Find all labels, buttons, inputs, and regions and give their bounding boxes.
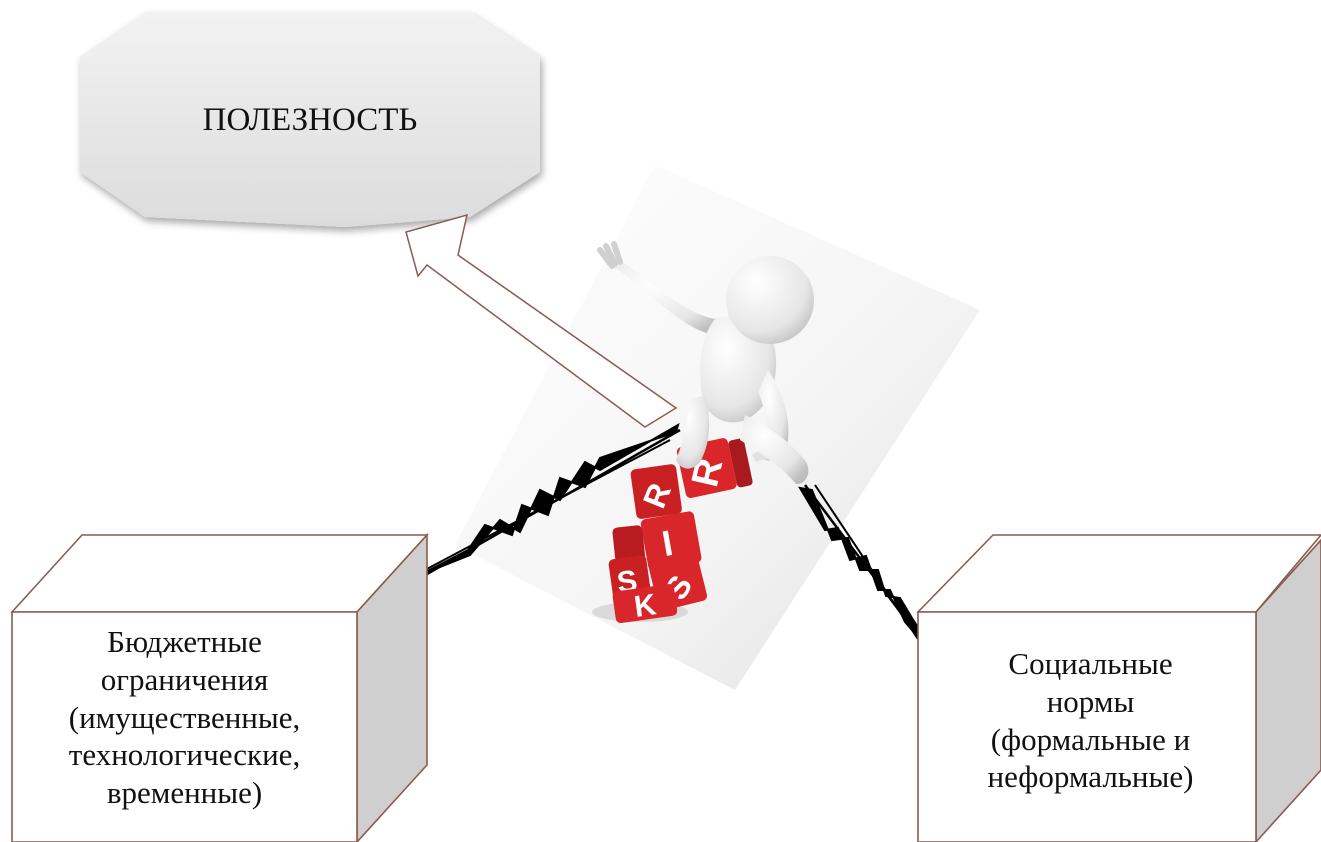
norms-line-2: нормы (1046, 683, 1135, 719)
budget-constraints-box (10, 532, 429, 842)
risk-cubes: R R I S S (608, 438, 753, 624)
risk-illustration: R R I S S (405, 165, 980, 690)
utility-label: ПОЛЕЗНОСТЬ (130, 100, 490, 140)
norms-box-top (916, 534, 1321, 613)
social-norms-box (916, 534, 1321, 842)
utility-octagon (80, 12, 540, 227)
arrow-to-utility (405, 213, 678, 428)
norms-box-front (917, 611, 1257, 842)
balancing-figure (597, 241, 814, 485)
budget-line-5: временные) (106, 775, 263, 811)
norms-line-1: Социальные (1008, 646, 1173, 681)
social-norms-label: Социальные нормы (формальные и неформаль… (922, 645, 1259, 796)
illustration-background (455, 165, 980, 690)
budget-box-front (11, 611, 358, 842)
norms-line-3: (формальные и (990, 721, 1191, 757)
budget-constraints-label: Бюджетные ограничения (имущественные, те… (12, 623, 357, 812)
budget-line-1: Бюджетные (107, 624, 262, 659)
utility-text: ПОЛЕЗНОСТЬ (202, 102, 418, 138)
tension-rope-left (419, 422, 681, 580)
budget-line-3: (имущественные, (68, 699, 301, 735)
norms-line-4: неформальные) (987, 759, 1194, 795)
budget-box-top (10, 534, 429, 613)
cube-letter-k: K (632, 588, 658, 624)
budget-line-4: технологические, (68, 737, 301, 773)
budget-line-2: ограничения (100, 661, 269, 697)
